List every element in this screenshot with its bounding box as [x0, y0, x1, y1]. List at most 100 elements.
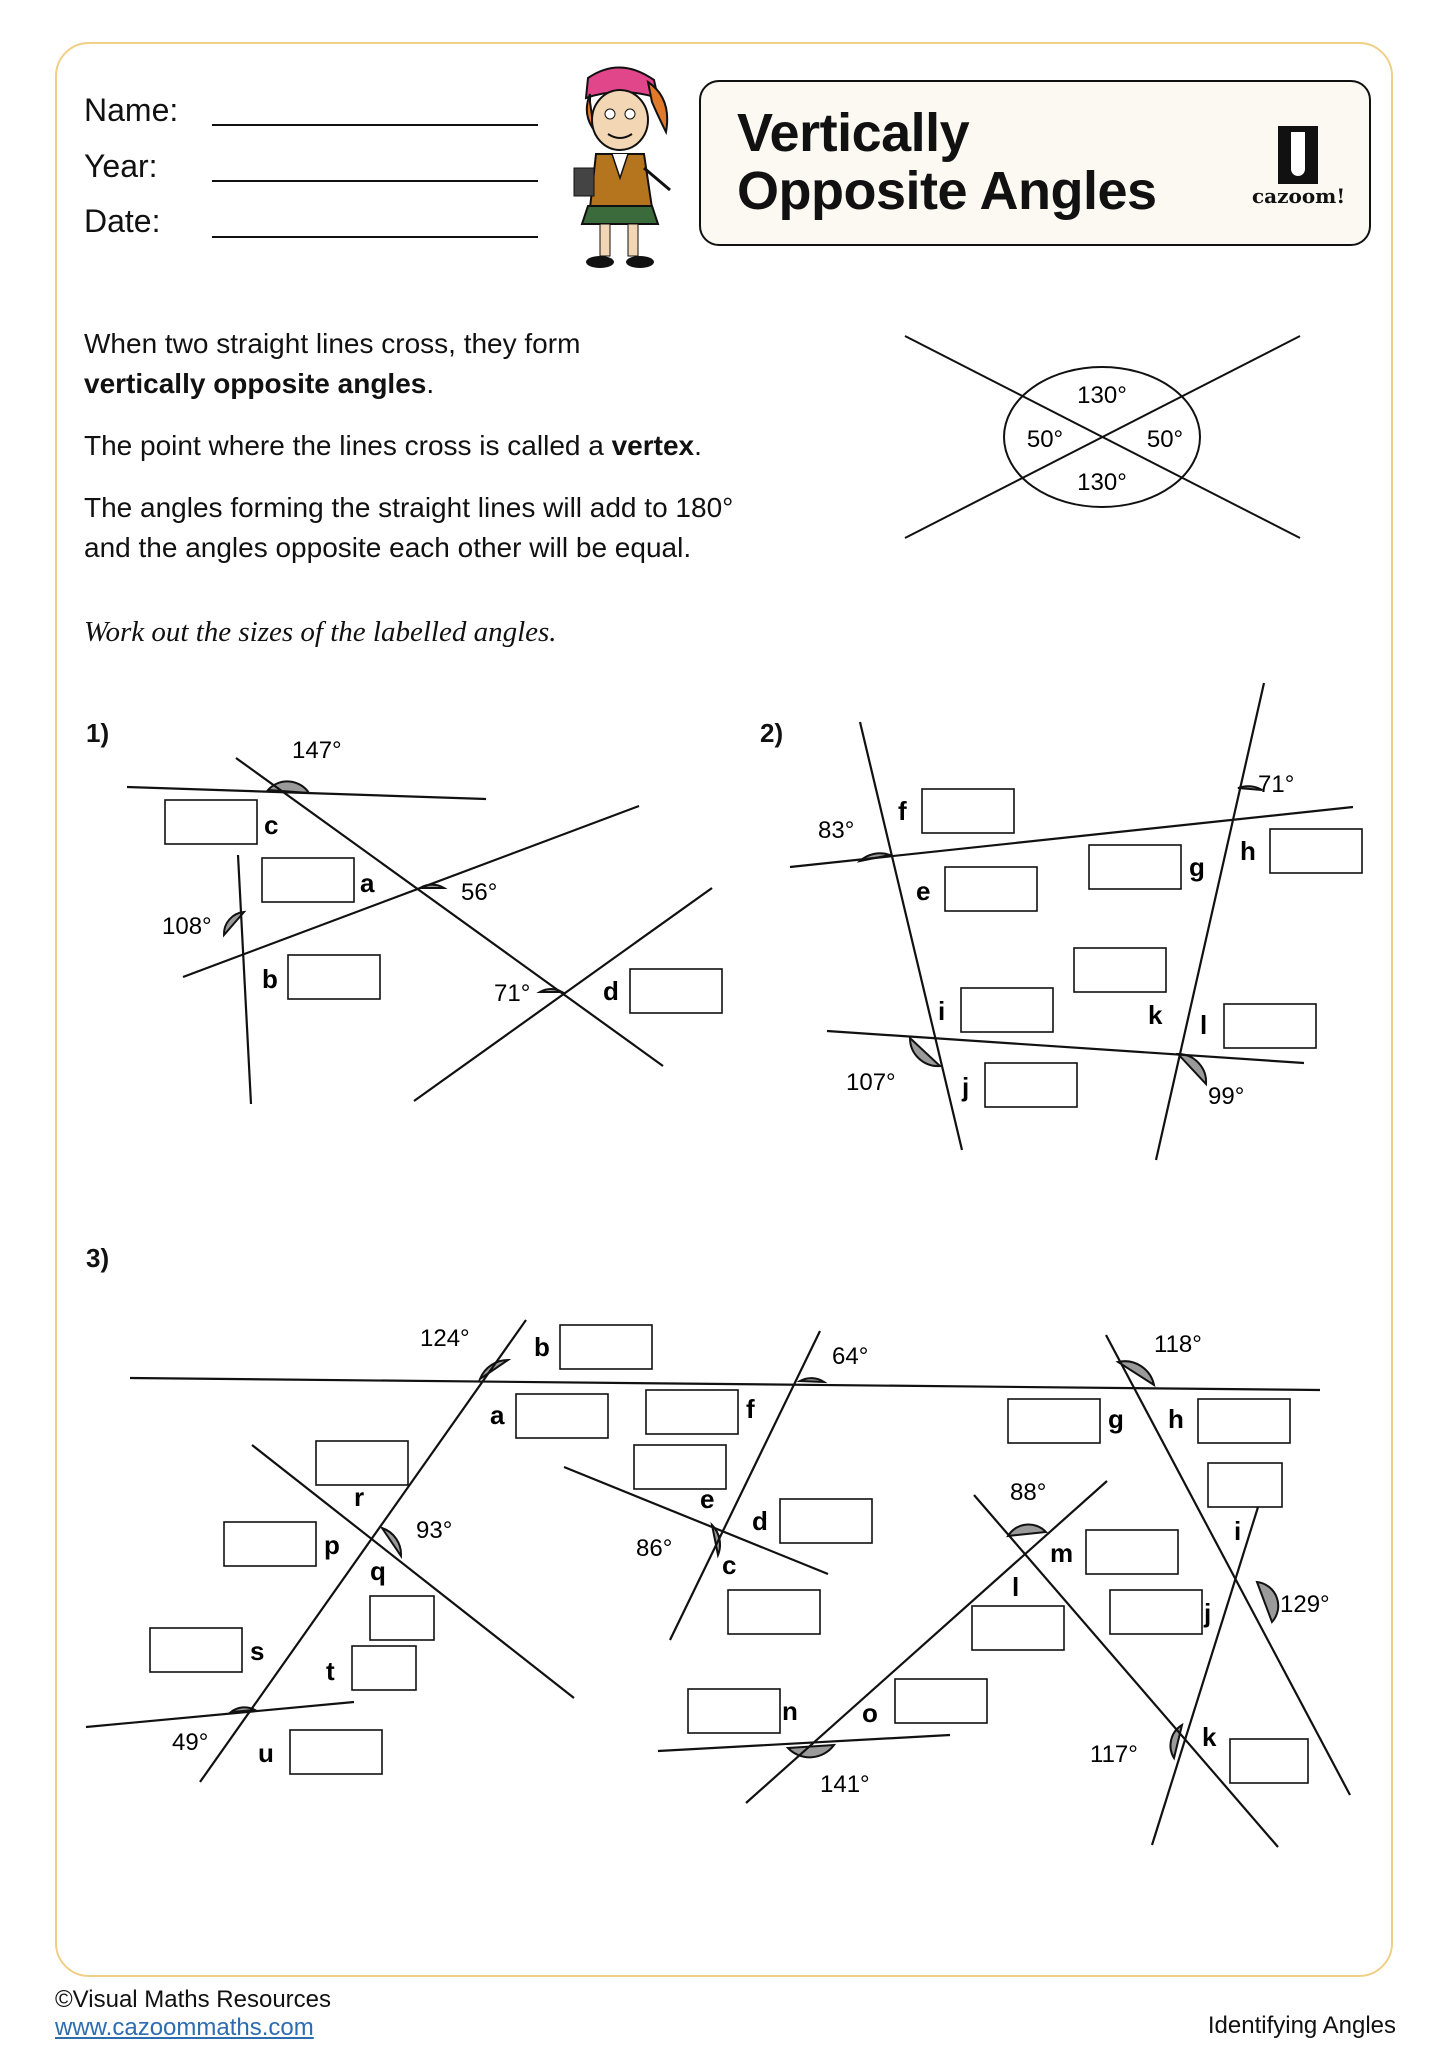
q3-given-angle: 118° — [1154, 1331, 1202, 1358]
q3-line — [129, 1376, 1321, 1392]
website-link[interactable]: www.cazoommaths.com — [55, 2014, 314, 2041]
q3-answer-box-j[interactable] — [1109, 1589, 1203, 1635]
q3-given-angle: 124° — [420, 1325, 470, 1352]
q3-answer-box-m[interactable] — [1085, 1529, 1179, 1575]
page-border — [55, 42, 1393, 1977]
q2-answer-box-e[interactable] — [944, 866, 1038, 912]
q3-angle-label: m — [1050, 1538, 1073, 1568]
q1-given-angle: 108° — [162, 913, 212, 940]
q1-angle-label: c — [264, 810, 278, 840]
q3-answer-box-q[interactable] — [369, 1595, 435, 1641]
q3-given-angle: 86° — [636, 1535, 672, 1562]
q1-answer-box-d[interactable] — [629, 968, 723, 1014]
logo-wordmark: cazoom! — [1252, 184, 1346, 208]
copyright-text: ©Visual Maths Resources — [55, 1986, 332, 2013]
q3-answer-box-c[interactable] — [727, 1589, 821, 1635]
q1-angle-label: d — [603, 976, 619, 1006]
question-2-number: 2) — [760, 718, 784, 748]
intro-paragraph-1: When two straight lines cross, they form… — [84, 324, 884, 404]
q3-answer-box-f[interactable] — [645, 1389, 739, 1435]
q1-angle-label: a — [360, 868, 375, 898]
q1-given-angle: 71° — [494, 980, 530, 1007]
q3-answer-box-r[interactable] — [315, 1440, 409, 1486]
title-line-2: Opposite Angles — [737, 161, 1157, 221]
footer-credits: ©Visual Maths Resources www.cazoommaths.… — [55, 1986, 331, 2042]
q2-angle-label: h — [1240, 836, 1256, 866]
q2-answer-box-j[interactable] — [984, 1062, 1078, 1108]
q2-answer-box-f[interactable] — [921, 788, 1015, 834]
logo-cup-icon — [1278, 126, 1318, 184]
q2-angle-mark — [1175, 1052, 1208, 1087]
q2-answer-box-l[interactable] — [1223, 1003, 1317, 1049]
q2-answer-box-k[interactable] — [1073, 947, 1167, 993]
q3-line — [251, 1444, 575, 1699]
q3-line — [199, 1319, 527, 1783]
q3-answer-box-g[interactable] — [1007, 1398, 1101, 1444]
q2-angle-label: e — [916, 876, 930, 906]
q2-given-angle: 71° — [1258, 771, 1294, 798]
q3-angle-mark — [227, 1706, 259, 1714]
example-top-angle: 130° — [1077, 382, 1127, 409]
q3-line — [563, 1465, 829, 1576]
q3-angle-mark — [1255, 1580, 1280, 1624]
intro-p2-text: The point where the lines cross is calle… — [84, 430, 612, 461]
q3-angle-mark — [785, 1743, 837, 1759]
name-field[interactable] — [212, 124, 538, 126]
q3-angle-label: p — [324, 1530, 340, 1560]
q3-answer-box-h[interactable] — [1197, 1398, 1291, 1444]
q2-answer-box-g[interactable] — [1088, 844, 1182, 890]
q1-line — [413, 887, 713, 1102]
q3-angle-label: l — [1012, 1572, 1019, 1602]
q2-line — [789, 805, 1354, 869]
q3-answer-box-l[interactable] — [971, 1605, 1065, 1651]
q2-given-angle: 83° — [818, 817, 854, 844]
q3-given-angle: 49° — [172, 1729, 208, 1756]
q3-answer-box-a[interactable] — [515, 1393, 609, 1439]
q2-line — [826, 1029, 1305, 1065]
q3-angle-mark — [796, 1377, 828, 1384]
q2-answer-box-h[interactable] — [1269, 828, 1363, 874]
q3-answer-box-p[interactable] — [223, 1521, 317, 1567]
intro-paragraph-2: The point where the lines cross is calle… — [84, 430, 702, 461]
q2-angle-label: j — [961, 1072, 969, 1102]
q2-angle-mark — [908, 1035, 943, 1068]
q2-angle-label: g — [1189, 852, 1205, 882]
q3-angle-label: u — [258, 1738, 274, 1768]
q2-line — [858, 721, 964, 1151]
q3-angle-label: s — [250, 1636, 264, 1666]
q3-answer-box-o[interactable] — [894, 1678, 988, 1724]
q1-answer-box-c[interactable] — [164, 799, 258, 845]
instruction-text: Work out the sizes of the labelled angle… — [84, 616, 557, 648]
q3-answer-box-k[interactable] — [1229, 1738, 1309, 1784]
q1-angle-mark — [265, 780, 311, 795]
q3-angle-label: j — [1203, 1598, 1211, 1628]
q1-answer-box-a[interactable] — [261, 857, 355, 903]
year-label: Year: — [84, 148, 158, 184]
date-field[interactable] — [212, 236, 538, 238]
q3-answer-box-i[interactable] — [1207, 1462, 1283, 1508]
q3-angle-label: d — [752, 1506, 768, 1536]
worksheet-title: Vertically Opposite Angles — [737, 104, 1157, 220]
example-left-angle: 50° — [1027, 426, 1063, 453]
q3-answer-box-e[interactable] — [633, 1444, 727, 1490]
q3-angle-mark — [1006, 1523, 1049, 1538]
year-field[interactable] — [212, 180, 538, 182]
q3-answer-box-t[interactable] — [351, 1645, 417, 1691]
q2-given-angle: 107° — [846, 1069, 896, 1096]
example-right-angle: 50° — [1147, 426, 1183, 453]
intro-p2-bold: vertex — [611, 430, 695, 461]
q2-answer-box-i[interactable] — [960, 987, 1054, 1033]
q3-angle-label: t — [326, 1656, 335, 1686]
q3-answer-box-b[interactable] — [559, 1324, 653, 1370]
q3-answer-box-d[interactable] — [779, 1498, 873, 1544]
q1-answer-box-b[interactable] — [287, 954, 381, 1000]
q3-angle-label: i — [1234, 1516, 1241, 1546]
q3-angle-mark — [1115, 1360, 1156, 1388]
q3-angle-label: g — [1108, 1404, 1124, 1434]
q3-answer-box-u[interactable] — [289, 1729, 383, 1775]
q2-angle-label: i — [938, 996, 945, 1026]
q3-answer-box-s[interactable] — [149, 1627, 243, 1673]
example-bottom-angle: 130° — [1077, 469, 1127, 496]
intro-p1-text: When two straight lines cross, they form — [84, 328, 581, 359]
q3-answer-box-n[interactable] — [687, 1688, 781, 1734]
